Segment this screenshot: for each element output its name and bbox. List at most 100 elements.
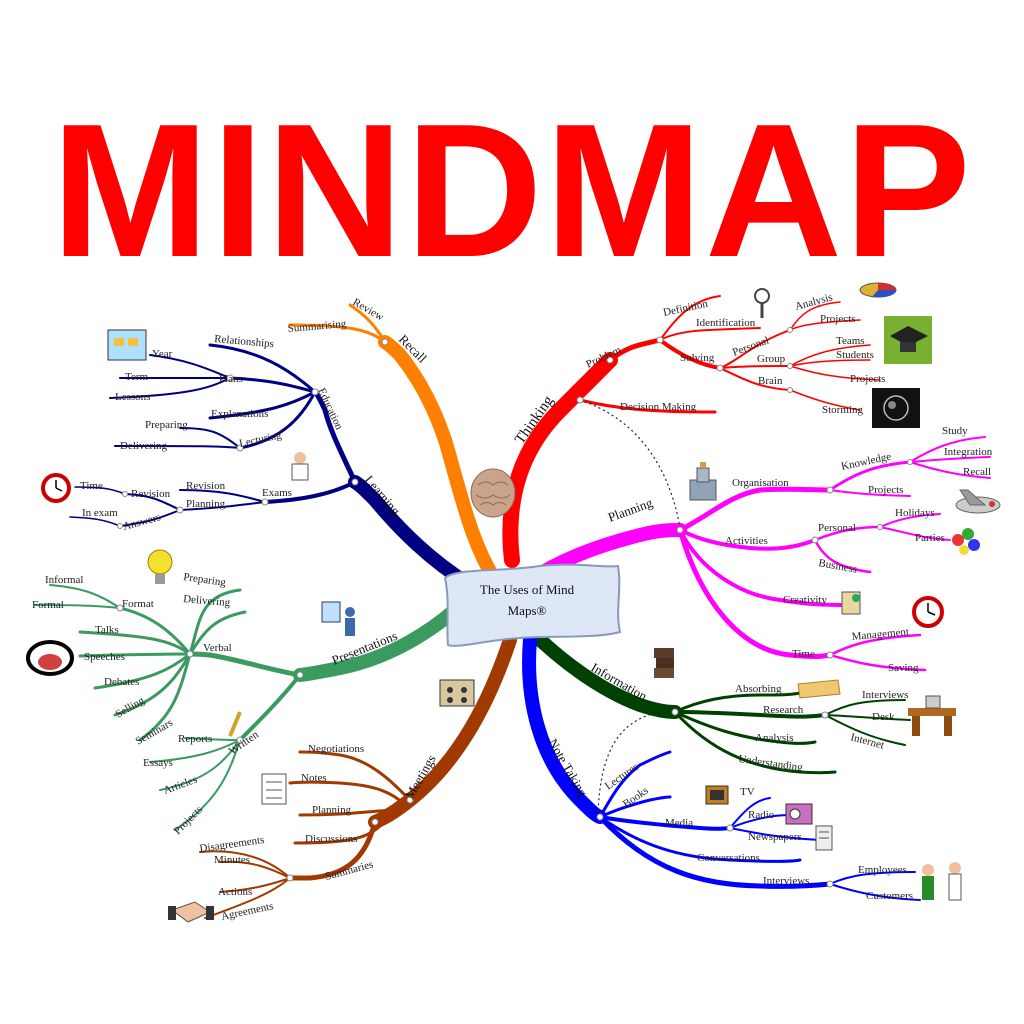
- label-year: Year: [152, 348, 173, 360]
- branch-information: [523, 623, 911, 775]
- label-time-planning: Time: [792, 648, 815, 660]
- label-customers: Customers: [866, 890, 913, 902]
- label-format: Format: [122, 598, 154, 610]
- label-books: Books: [621, 784, 651, 810]
- label-delivering-presentations: Delivering: [183, 593, 231, 609]
- page-title: MINDMAP: [51, 85, 973, 297]
- label-time-exams: Time: [80, 480, 103, 492]
- lightbulb-icon: [147, 549, 173, 584]
- label-plans: Plans: [219, 373, 243, 385]
- label-minutes: Minutes: [214, 854, 250, 866]
- label-speeches: Speeches: [84, 651, 125, 663]
- pencil-icon: [228, 711, 242, 737]
- label-formal: Formal: [32, 599, 64, 611]
- label-interviews-information: Interviews: [862, 689, 908, 701]
- label-summarising: Summarising: [287, 318, 347, 335]
- label-seminars: Seminars: [134, 717, 175, 748]
- label-reports: Reports: [178, 733, 212, 745]
- label-delivering-education: Delivering: [120, 440, 168, 452]
- cheese-icon: [797, 679, 841, 699]
- brain-icon: [470, 468, 516, 518]
- label-projects-thinking-2: Projects: [850, 373, 885, 385]
- label-selling: Selling: [114, 694, 147, 720]
- magnifier-icon: [754, 288, 770, 318]
- artist-icon: [841, 591, 861, 615]
- label-desk: Desk: [872, 711, 895, 723]
- presenter-icon: [321, 601, 355, 636]
- alarm-clock-icon: [912, 596, 944, 628]
- label-discussions: Discussions: [305, 833, 358, 845]
- label-saving: Saving: [888, 662, 919, 674]
- people-icon: [922, 862, 962, 901]
- label-agreements: Agreements: [220, 900, 274, 923]
- mouth-icon: [26, 640, 74, 676]
- branch-presentations: [34, 584, 462, 831]
- label-internet: Internet: [849, 731, 885, 751]
- label-creativity: Creativity: [783, 594, 827, 606]
- node-dots: [116, 327, 913, 888]
- label-parties: Parties: [915, 532, 945, 544]
- label-activities: Activities: [725, 535, 768, 547]
- label-definition: Definition: [662, 298, 709, 319]
- label-absorbing: Absorbing: [735, 683, 782, 695]
- tv-icon: [705, 785, 729, 805]
- desk-icon: [908, 695, 956, 736]
- label-analysis-thinking: Analysis: [794, 291, 834, 313]
- center-label-line2: Maps®: [508, 603, 547, 618]
- label-newspapers: Newspapers: [748, 831, 802, 843]
- label-planning-meetings: Planning: [312, 804, 352, 816]
- label-preparing-presentations: Preparing: [183, 571, 228, 589]
- label-revision-2: Revision: [131, 488, 171, 500]
- label-analysis-information: Analysis: [755, 732, 794, 744]
- label-tv: TV: [740, 786, 755, 798]
- brain-scan-icon: [872, 388, 920, 428]
- label-interviews-notes: Interviews: [763, 875, 809, 887]
- label-storming: Storming: [822, 404, 863, 416]
- calendar-icon: [107, 329, 147, 361]
- balloons-icon: [952, 528, 980, 555]
- label-verbal: Verbal: [203, 642, 232, 654]
- label-projects-planning: Projects: [868, 484, 903, 496]
- label-planning-exams: Planning: [186, 498, 226, 510]
- label-understanding: Understanding: [738, 753, 804, 774]
- branch-meetings: [199, 633, 517, 919]
- label-relationships: Relationships: [214, 333, 275, 350]
- center-node[interactable]: The Uses of Mind Maps®: [443, 563, 622, 647]
- label-students: Students: [836, 349, 874, 361]
- label-negotiations: Negotiations: [308, 743, 364, 755]
- label-projects-written: Projects: [172, 804, 206, 838]
- dotted-link-thinking-planning: [579, 399, 681, 529]
- label-brain: Brain: [758, 375, 783, 387]
- castle-icon: [689, 462, 717, 501]
- label-identification: Identification: [696, 317, 756, 329]
- label-holidays: Holidays: [895, 507, 935, 519]
- radio-icon: [785, 803, 813, 825]
- books-stack-icon: [654, 648, 674, 678]
- branch-note-taking: [522, 633, 921, 901]
- label-radio: Radio: [748, 809, 775, 821]
- branch-thinking: [502, 295, 881, 568]
- label-management: Management: [851, 626, 909, 643]
- label-exams: Exams: [262, 487, 292, 499]
- label-media: Media: [665, 817, 693, 829]
- label-lecturing: Lecturing: [238, 429, 283, 450]
- label-essays: Essays: [143, 757, 173, 769]
- label-solving: Solving: [680, 352, 715, 364]
- label-lectures: Lectures: [603, 761, 641, 793]
- label-articles: Articles: [162, 774, 199, 797]
- graduation-cap-icon: [884, 316, 932, 364]
- label-lessons: Lessons: [115, 391, 150, 403]
- branch-learning: [69, 343, 477, 592]
- airplane-icon: [955, 489, 1001, 514]
- center-label-line1: The Uses of Mind: [480, 582, 575, 597]
- label-projects-thinking: Projects: [820, 313, 855, 325]
- checklist-icon: [261, 773, 287, 805]
- label-planning: Planning: [606, 495, 655, 525]
- label-group: Group: [757, 353, 786, 365]
- label-study: Study: [942, 425, 968, 437]
- label-explanations: Explanations: [211, 408, 268, 420]
- newspaper-icon: [815, 825, 833, 851]
- label-research: Research: [763, 704, 804, 716]
- branch-recall: [288, 303, 502, 587]
